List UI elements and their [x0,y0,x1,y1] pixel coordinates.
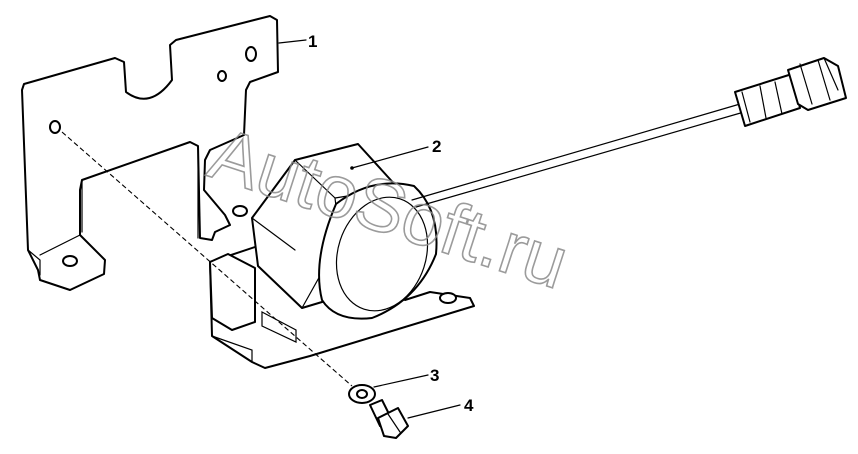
callout-2: 2 [432,137,441,156]
washer [348,384,376,404]
callout-1: 1 [308,32,317,51]
buzzer-assembly [209,57,847,369]
leader-line-4 [407,404,461,419]
assembly-axis-line [61,131,353,387]
leader-line-3 [373,374,429,388]
leader-line-2 [351,146,429,169]
leader-dot-2 [350,166,354,170]
bolt [369,399,409,439]
mounting-bracket [21,15,279,291]
leader-line-1 [278,39,307,44]
callout-3: 3 [430,366,439,385]
callout-4: 4 [464,396,474,415]
